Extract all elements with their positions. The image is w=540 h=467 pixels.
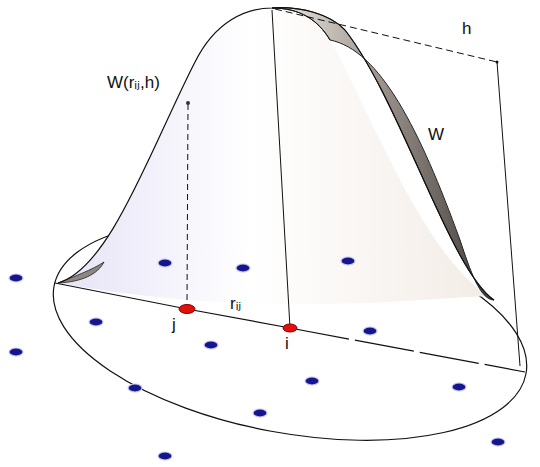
- axis-line: [272, 10, 290, 328]
- particle: [9, 348, 23, 356]
- kernel-label: W: [428, 126, 444, 143]
- distance-label: rᵢⱼ: [230, 295, 241, 312]
- particle: [89, 318, 103, 326]
- kernel-ridge: [272, 8, 330, 40]
- particle: [204, 341, 218, 349]
- diameter-line: [55, 283, 187, 309]
- value-line: [187, 104, 188, 305]
- particle: [9, 274, 23, 282]
- particle: [158, 259, 172, 267]
- particle: [253, 409, 267, 417]
- particle-label: i: [285, 335, 289, 352]
- particle-label: j: [172, 316, 176, 333]
- h-point: [496, 61, 499, 64]
- kernel-outline: [58, 8, 494, 300]
- value-point: [186, 101, 190, 105]
- particle: [305, 377, 319, 385]
- particle: [452, 383, 466, 391]
- particle: [363, 327, 377, 335]
- value-label: W(rᵢⱼ,h): [107, 74, 160, 91]
- h-vertical-line: [497, 62, 520, 366]
- diameter-line: [290, 328, 525, 372]
- particle: [158, 452, 172, 460]
- particle-i: [283, 324, 297, 332]
- particles: [9, 257, 505, 460]
- particle: [341, 257, 355, 265]
- particle: [491, 438, 505, 446]
- particle: [128, 384, 142, 392]
- smoothing-length-label: h: [462, 20, 471, 37]
- particle-j: [179, 305, 195, 314]
- particle: [236, 264, 250, 272]
- h-dimension-line: [275, 9, 497, 62]
